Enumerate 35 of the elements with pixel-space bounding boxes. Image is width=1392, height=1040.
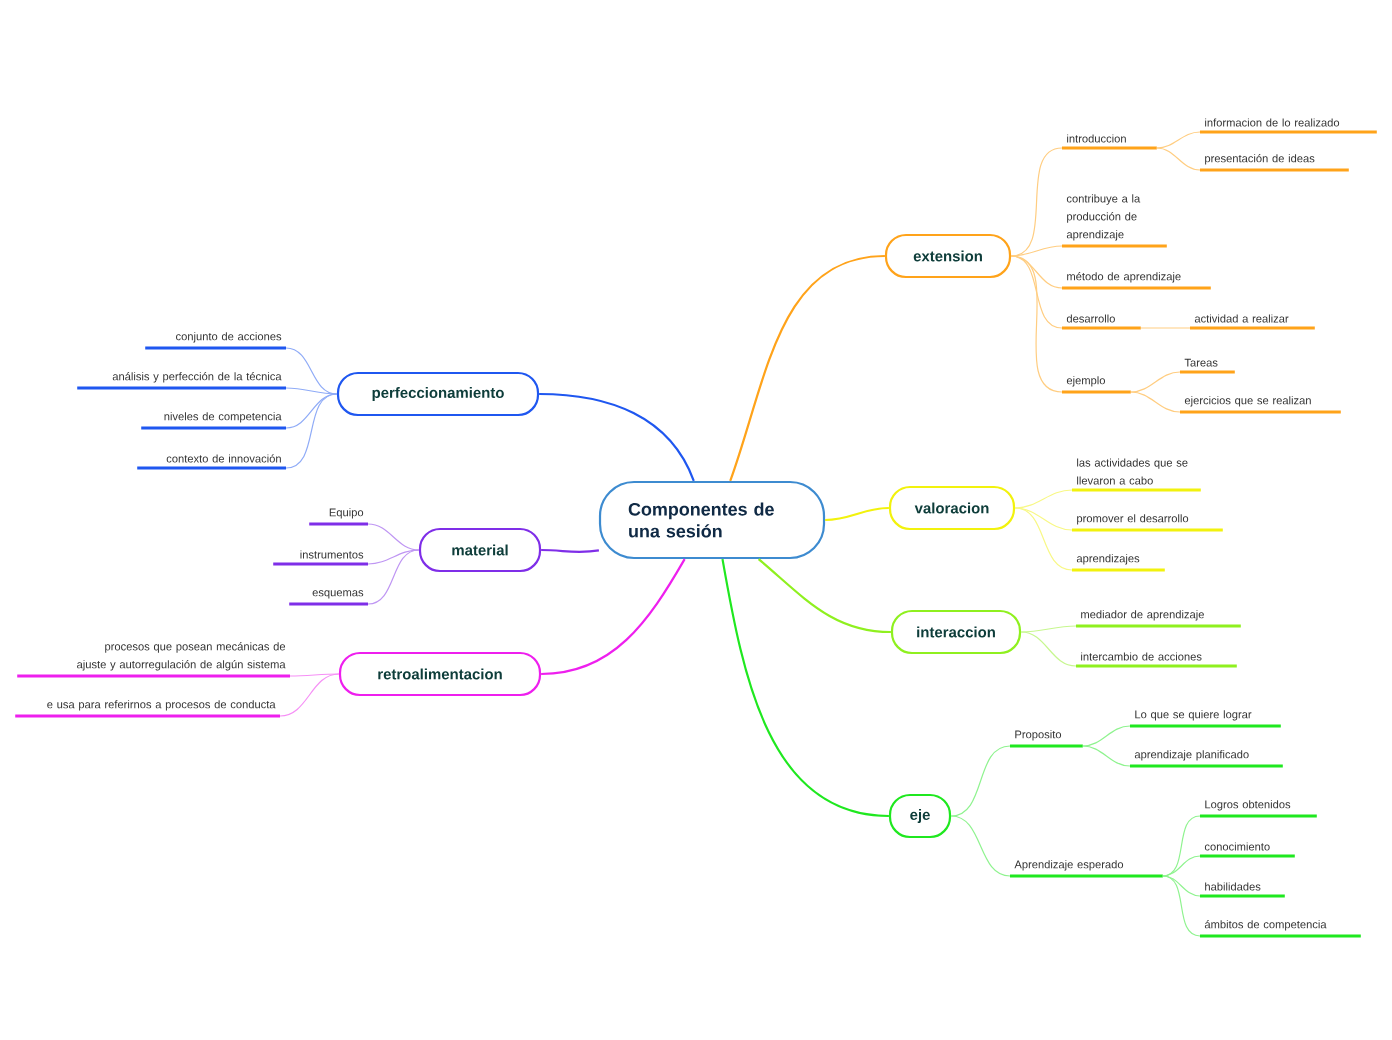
branch-line xyxy=(721,558,889,818)
branch-line xyxy=(1014,507,1073,571)
branch-line xyxy=(950,815,1011,877)
branch-line xyxy=(1130,391,1181,413)
branch-line xyxy=(1020,631,1077,667)
branch-line xyxy=(367,549,420,605)
branch-line xyxy=(950,745,1011,817)
branch-line xyxy=(1082,725,1131,747)
branch-line xyxy=(285,393,338,469)
branch-line xyxy=(1010,245,1063,257)
branch-line xyxy=(541,558,686,676)
central-topic-box: Componentes de una sesión xyxy=(598,480,826,560)
branch-line xyxy=(289,673,340,677)
branch-line xyxy=(1162,855,1201,877)
branch-line xyxy=(285,347,338,395)
branch-line xyxy=(1014,489,1073,509)
branch-line xyxy=(1162,875,1201,937)
branch-line xyxy=(285,387,338,395)
branch-line xyxy=(1130,371,1181,393)
branch-line xyxy=(729,254,885,482)
branch-line xyxy=(541,548,600,554)
branch-line xyxy=(1020,625,1077,633)
branch-line xyxy=(279,673,340,717)
branch-line xyxy=(1156,147,1201,171)
branch-line xyxy=(825,506,889,522)
branch-line xyxy=(285,393,338,429)
branch-line xyxy=(1162,815,1201,877)
branch-line xyxy=(367,523,420,551)
branch-line xyxy=(539,392,695,482)
branch-line xyxy=(1082,745,1131,767)
branch-line xyxy=(1010,255,1063,393)
branch-line xyxy=(1156,131,1201,149)
branch-line xyxy=(757,558,891,634)
branch-line xyxy=(1162,875,1201,897)
branch-line xyxy=(1140,327,1191,329)
